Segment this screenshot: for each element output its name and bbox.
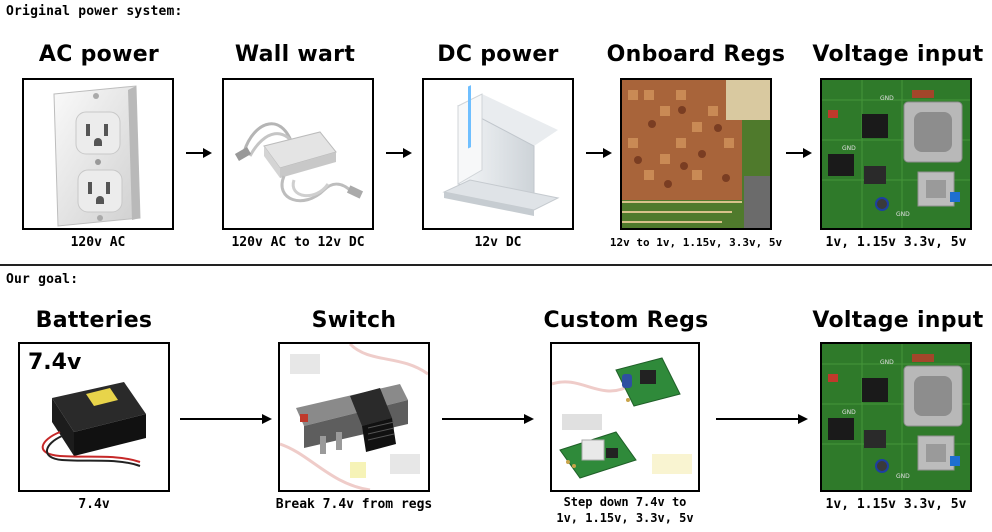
stage-title-dc-power: DC power xyxy=(437,42,559,67)
arrow-1-to-2 xyxy=(186,148,212,158)
arrow-2-to-3 xyxy=(386,148,412,158)
caption-onboard-regs: 12v to 1v, 1.15v, 3.3v, 5v xyxy=(609,236,783,249)
stage-title-onboard-regs: Onboard Regs xyxy=(606,42,786,67)
caption-custom-regs: Step down 7.4v to 1v, 1.15v, 3.3v, 5v xyxy=(520,494,730,526)
goal-heading: Our goal: xyxy=(6,272,79,287)
arrow-switch-to-regs xyxy=(442,414,534,424)
image-circuit-board-bottom: GND GND GND xyxy=(820,342,972,492)
caption-wall-wart: 120v AC to 12v DC xyxy=(231,235,365,250)
caption-dc-power: 12v DC xyxy=(474,235,522,250)
image-regulator-modules xyxy=(550,342,700,492)
caption-voltage-input-top: 1v, 1.15v 3.3v, 5v xyxy=(825,235,967,250)
caption-ac-power: 120v AC xyxy=(70,235,126,250)
image-console xyxy=(422,78,574,230)
caption-custom-regs-line-1: Step down 7.4v to xyxy=(563,495,687,509)
arrow-4-to-5 xyxy=(786,148,812,158)
svg-text:GND: GND xyxy=(896,473,910,480)
original-system-heading: Original power system: xyxy=(6,4,183,19)
image-battery-pack: 7.4v xyxy=(18,342,170,492)
caption-switch: Break 7.4v from regs xyxy=(275,497,433,512)
stage-title-voltage-input-bottom: Voltage input xyxy=(812,308,984,333)
image-circuit-board-closeup xyxy=(620,78,772,230)
image-wall-outlet xyxy=(22,78,174,230)
svg-text:GND: GND xyxy=(896,211,910,218)
svg-text:GND: GND xyxy=(842,145,856,152)
svg-text:GND: GND xyxy=(880,359,894,366)
stage-title-switch: Switch xyxy=(311,308,397,333)
stage-title-custom-regs: Custom Regs xyxy=(543,308,709,333)
image-circuit-board-top: GND GND GND xyxy=(820,78,972,230)
image-slide-switch xyxy=(278,342,430,492)
stage-title-wall-wart: Wall wart xyxy=(234,42,356,67)
stage-title-batteries: Batteries xyxy=(35,308,153,333)
svg-text:GND: GND xyxy=(880,95,894,102)
caption-custom-regs-line-2: 1v, 1.15v, 3.3v, 5v xyxy=(556,511,694,525)
svg-text:GND: GND xyxy=(842,409,856,416)
battery-voltage-label: 7.4v xyxy=(28,350,82,375)
caption-batteries: 7.4v xyxy=(78,497,110,512)
section-divider xyxy=(0,264,992,266)
stage-title-ac-power: AC power xyxy=(38,42,160,67)
caption-voltage-input-bottom: 1v, 1.15v 3.3v, 5v xyxy=(825,497,967,512)
stage-title-voltage-input-top: Voltage input xyxy=(812,42,984,67)
image-power-adapter xyxy=(222,78,374,230)
arrow-regs-to-input xyxy=(716,414,808,424)
arrow-3-to-4 xyxy=(586,148,612,158)
arrow-batteries-to-switch xyxy=(180,414,272,424)
